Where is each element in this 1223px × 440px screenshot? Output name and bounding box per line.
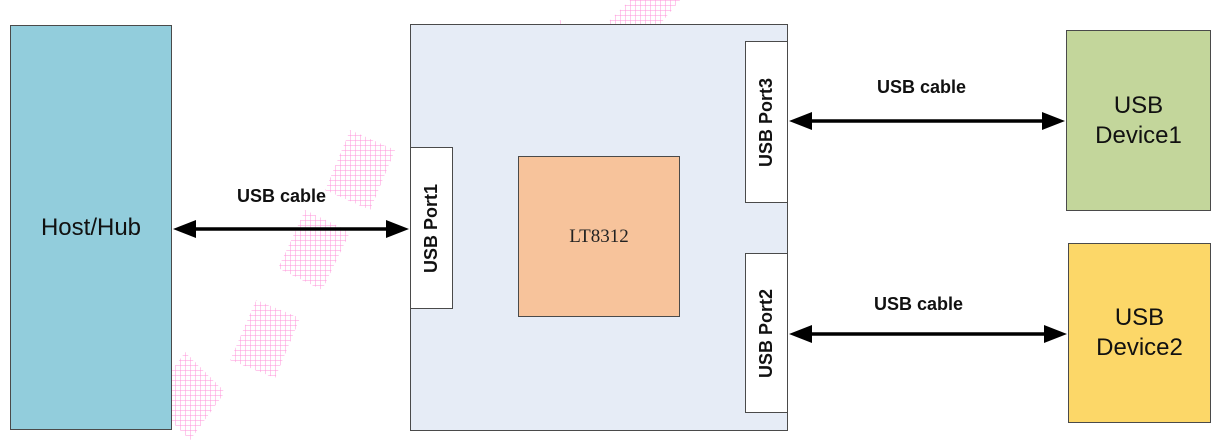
- usb-device1-box: USB Device1: [1066, 30, 1211, 211]
- arrowhead-device1-right: [1042, 112, 1065, 130]
- device2-line1: USB: [1114, 304, 1165, 331]
- usb-device2-box: USB Device2: [1068, 243, 1211, 423]
- arrowhead-port2-left: [789, 325, 812, 343]
- arrowhead-device2-right: [1044, 325, 1067, 343]
- device1-line1: USB: [1113, 91, 1164, 119]
- usb-cable-label-host: USB cable: [237, 186, 327, 206]
- arrowhead-port1-right: [386, 220, 409, 238]
- lt8312-chip: LT8312: [518, 156, 680, 317]
- arrowhead-port3-left: [789, 112, 812, 130]
- chip-label: LT8312: [569, 225, 629, 247]
- usb-port2: USB Port2: [745, 253, 788, 413]
- device1-line2: Device1: [1095, 121, 1182, 149]
- device2-line2: Device2: [1096, 334, 1183, 361]
- usb-cable-label-device2: USB cable: [874, 294, 964, 314]
- usb-port1: USB Port1: [410, 147, 453, 309]
- host-hub-box: Host/Hub: [10, 25, 172, 430]
- arrowhead-host-left: [173, 220, 196, 238]
- usb-port3: USB Port3: [745, 41, 788, 203]
- usb-cable-label-device1: USB cable: [877, 77, 967, 97]
- host-hub-label: Host/Hub: [40, 213, 142, 241]
